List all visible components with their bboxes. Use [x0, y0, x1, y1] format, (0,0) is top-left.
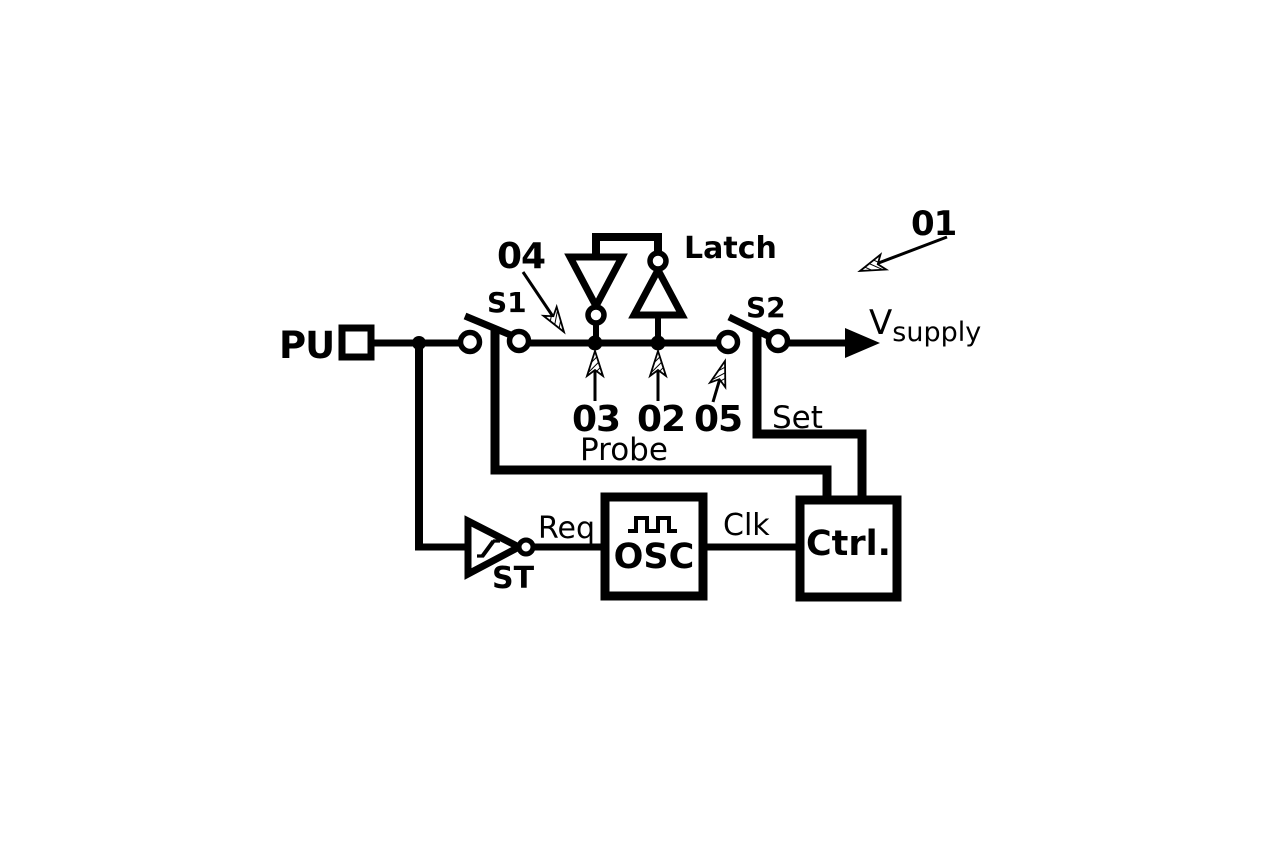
- vsupply-subscript: supply: [892, 317, 982, 348]
- set-wire: [752, 330, 867, 503]
- latch-inverter-up: [628, 262, 688, 319]
- req-label: Req: [538, 511, 595, 546]
- osc-label: OSC: [613, 537, 695, 577]
- s2-label: S2: [746, 291, 786, 324]
- ref-arrow-02: [649, 350, 667, 401]
- ref-arrow-05: [709, 357, 734, 403]
- ref-05-label: 05: [694, 399, 743, 440]
- ref-02-label: 02: [637, 399, 686, 440]
- switch-s2: [715, 313, 791, 355]
- latch-feedback-wire: [592, 233, 662, 258]
- probe-label: Probe: [580, 432, 668, 468]
- switch-s1: [457, 312, 532, 355]
- latch-label: Latch: [684, 231, 777, 266]
- vsupply-symbol: V: [869, 303, 893, 343]
- node-02-dot: [650, 335, 666, 351]
- node-03-dot: [587, 335, 603, 351]
- clk-label: Clk: [723, 508, 770, 543]
- st-output-bubble: [516, 537, 536, 557]
- probe-wire: [490, 329, 832, 503]
- latch-inverter-down-bubble: [585, 304, 607, 326]
- ref-arrow-03: [586, 350, 604, 401]
- latch-inverter-down: [564, 253, 628, 314]
- set-label: Set: [772, 400, 823, 436]
- pu-label: PU: [279, 324, 335, 367]
- s1-label: S1: [487, 286, 527, 319]
- clock-waveform-icon: [628, 516, 677, 533]
- ctrl-box: [795, 495, 902, 602]
- ref-04-label: 04: [497, 236, 546, 277]
- ref-03-label: 03: [572, 399, 621, 440]
- vsupply-label: Vsupply: [869, 306, 981, 346]
- ref-arrow-04: [521, 271, 572, 338]
- latch-structure: [564, 233, 688, 351]
- vsupply-arrowhead: [845, 328, 880, 358]
- st-label: ST: [492, 561, 535, 596]
- ref-arrow-01: [856, 235, 948, 280]
- ref-01-label: 01: [911, 204, 957, 244]
- latch-inverter-up-bubble: [647, 250, 669, 272]
- pu-pad: [338, 324, 375, 361]
- osc-box: [600, 492, 708, 601]
- ctrl-label: Ctrl.: [806, 524, 891, 564]
